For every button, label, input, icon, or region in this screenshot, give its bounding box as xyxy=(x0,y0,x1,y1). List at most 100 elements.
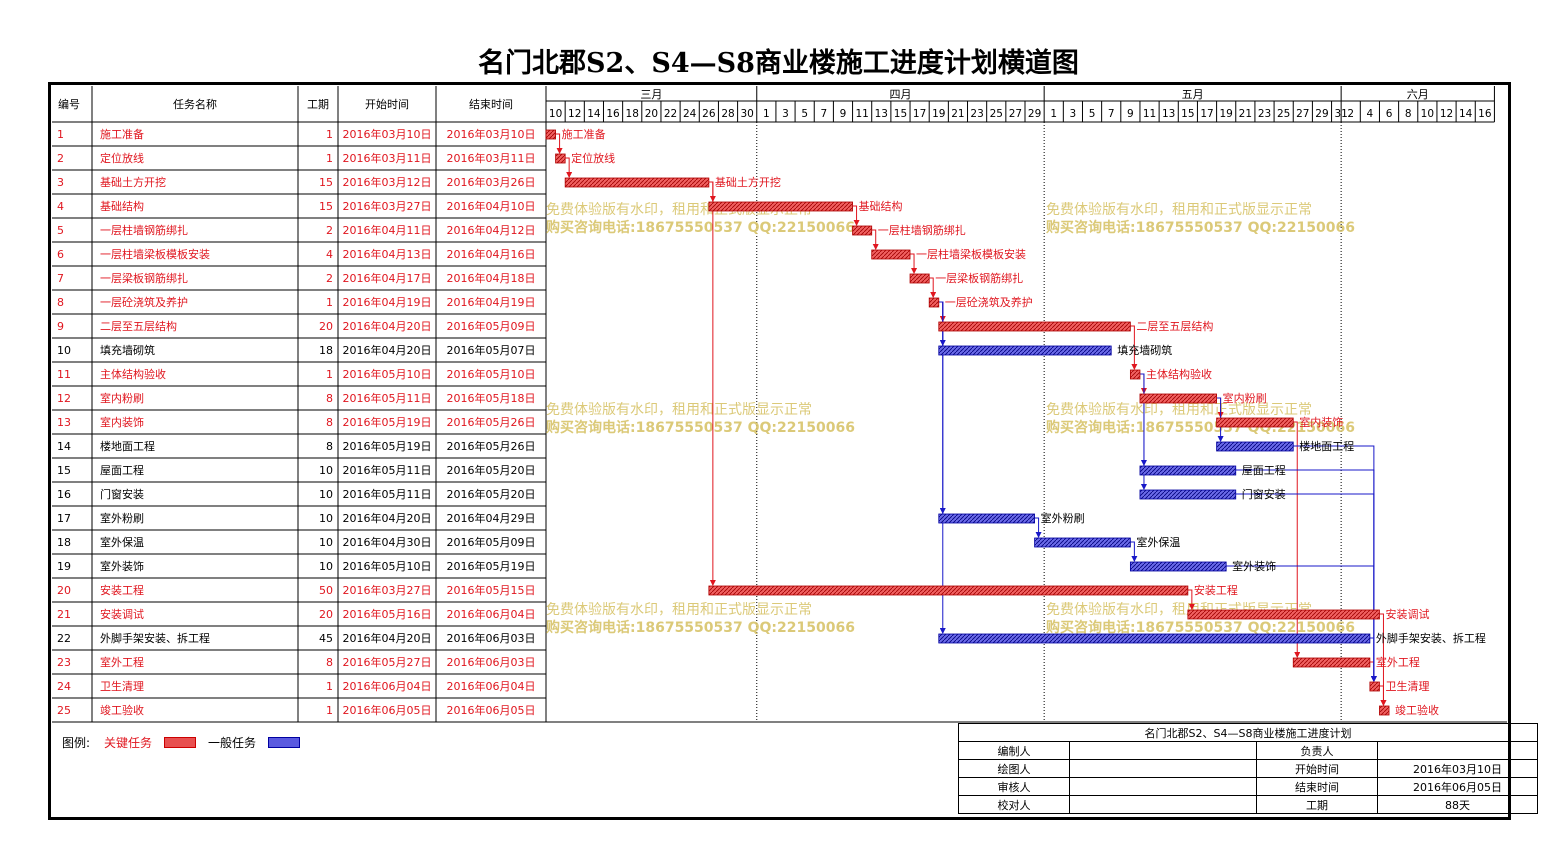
task-end: 2016年05月10日 xyxy=(447,367,536,381)
task-duration: 1 xyxy=(326,128,333,141)
task-name: 外脚手架安装、拆工程 xyxy=(100,631,210,645)
task-end: 2016年06月03日 xyxy=(447,655,536,669)
task-end: 2016年04月12日 xyxy=(447,223,536,237)
task-name: 一层柱墙梁板模板安装 xyxy=(100,247,210,261)
task-start: 2016年04月13日 xyxy=(343,247,432,261)
task-end: 2016年06月03日 xyxy=(447,631,536,645)
day-tick-label: 25 xyxy=(990,108,1003,120)
task-end: 2016年06月04日 xyxy=(447,607,536,621)
task-end: 2016年05月07日 xyxy=(447,343,536,357)
day-tick-label: 13 xyxy=(875,108,888,120)
general-task-bar xyxy=(1216,441,1294,452)
bar-label: 室外装饰 xyxy=(1232,559,1276,573)
task-name: 基础土方开挖 xyxy=(100,175,166,189)
watermark-text: 购买咨询电话:18675550537 QQ:22150066 xyxy=(546,419,855,436)
general-task-bar xyxy=(938,513,1035,524)
task-start: 2016年04月20日 xyxy=(343,319,432,333)
task-duration: 15 xyxy=(319,200,333,213)
bar-label: 一层砼浇筑及养护 xyxy=(945,295,1033,309)
critical-task-bar xyxy=(1187,609,1380,620)
task-id: 21 xyxy=(57,608,71,621)
bar-label: 安装调试 xyxy=(1385,607,1429,621)
task-end: 2016年04月16日 xyxy=(447,247,536,261)
task-id: 3 xyxy=(57,176,64,189)
task-duration: 20 xyxy=(319,608,333,621)
page-title: 名门北郡S2、S4—S8商业楼施工进度计划横道图 xyxy=(478,48,1079,79)
task-duration: 20 xyxy=(319,320,333,333)
day-tick-label: 2 xyxy=(1347,108,1354,120)
dependency-link xyxy=(708,181,716,586)
task-name: 室外工程 xyxy=(100,655,144,669)
task-end: 2016年05月18日 xyxy=(447,391,536,405)
day-tick-label: 6 xyxy=(1386,108,1393,120)
info-reviewer: 审核人 xyxy=(958,777,1070,796)
critical-task-bar xyxy=(1379,705,1390,716)
day-tick-label: 26 xyxy=(702,108,716,120)
task-duration: 15 xyxy=(319,176,333,189)
task-name: 室外粉刷 xyxy=(100,511,144,525)
day-tick-label: 21 xyxy=(951,108,964,120)
critical-task-bar xyxy=(564,177,710,188)
task-start: 2016年06月05日 xyxy=(343,703,432,717)
task-duration: 8 xyxy=(326,656,333,669)
day-tick-label: 18 xyxy=(626,108,639,120)
task-end: 2016年05月26日 xyxy=(447,415,536,429)
bar-label: 一层柱墙钢筋绑扎 xyxy=(878,223,966,237)
day-tick-label: 16 xyxy=(606,108,620,120)
info-editor-value xyxy=(1069,741,1257,760)
task-id: 17 xyxy=(57,512,71,525)
day-tick-label: 23 xyxy=(970,108,983,120)
day-tick-label: 25 xyxy=(1277,108,1290,120)
task-id: 10 xyxy=(57,344,71,357)
info-start-value: 2016年03月10日 xyxy=(1377,759,1538,778)
task-name: 一层梁板钢筋绑扎 xyxy=(100,271,188,285)
task-start: 2016年05月19日 xyxy=(343,415,432,429)
dependency-link xyxy=(1187,589,1195,610)
task-start: 2016年05月27日 xyxy=(343,655,432,669)
task-id: 12 xyxy=(57,392,71,405)
day-tick-label: 29 xyxy=(1315,108,1328,120)
day-tick-label: 23 xyxy=(1258,108,1271,120)
task-id: 4 xyxy=(57,200,64,213)
day-tick-label: 12 xyxy=(568,108,581,120)
critical-task-bar xyxy=(1139,393,1217,404)
task-start: 2016年03月27日 xyxy=(343,199,432,213)
task-duration: 1 xyxy=(326,680,333,693)
day-tick-label: 10 xyxy=(1421,108,1434,120)
dependency-link xyxy=(555,133,563,154)
dependency-link xyxy=(565,157,573,178)
day-tick-label: 3 xyxy=(1070,108,1077,120)
day-tick-label: 10 xyxy=(549,108,562,120)
day-tick-label: 28 xyxy=(721,108,734,120)
task-start: 2016年04月17日 xyxy=(343,271,432,285)
month-label: 四月 xyxy=(889,88,911,101)
critical-task-bar xyxy=(852,225,873,236)
day-tick-label: 3 xyxy=(782,108,789,120)
task-end: 2016年03月11日 xyxy=(447,151,536,165)
chart-frame xyxy=(48,82,1511,820)
watermark-text: 免费体验版有水印，租用和正式版显示正常 xyxy=(546,402,812,418)
task-end: 2016年04月19日 xyxy=(447,295,536,309)
bar-label: 竣工验收 xyxy=(1395,703,1439,717)
day-tick-label: 15 xyxy=(1181,108,1194,120)
day-tick-label: 31 xyxy=(1334,108,1347,120)
dependency-link xyxy=(852,205,860,226)
bar-label: 基础结构 xyxy=(859,199,903,213)
general-task-bar xyxy=(938,633,1371,644)
task-duration: 18 xyxy=(319,344,333,357)
dependency-link xyxy=(1139,373,1147,490)
task-id: 2 xyxy=(57,152,64,165)
bar-label: 定位放线 xyxy=(571,151,615,165)
task-id: 7 xyxy=(57,272,64,285)
dependency-link xyxy=(1130,325,1138,370)
task-duration: 10 xyxy=(319,512,333,525)
info-duration-label: 工期 xyxy=(1256,795,1378,814)
task-name: 门窗安装 xyxy=(100,487,144,501)
bar-label: 室内装饰 xyxy=(1299,415,1343,429)
task-id: 16 xyxy=(57,488,71,501)
bar-label: 室外工程 xyxy=(1376,655,1420,669)
task-end: 2016年03月26日 xyxy=(447,175,536,189)
task-start: 2016年06月04日 xyxy=(343,679,432,693)
day-tick-label: 5 xyxy=(801,108,808,120)
task-id: 18 xyxy=(57,536,71,549)
